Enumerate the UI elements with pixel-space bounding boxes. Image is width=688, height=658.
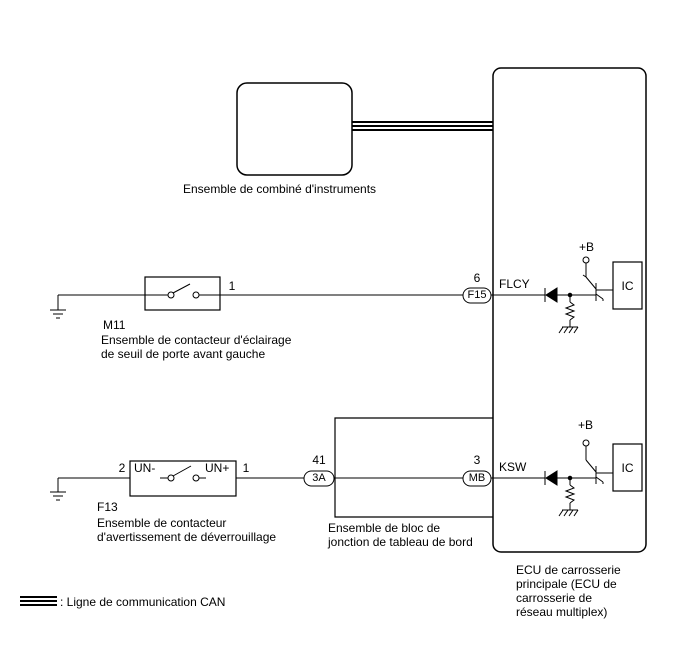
body-ecu-label-2: principale (ECU de (516, 577, 617, 591)
flcy-terminal-label: FLCY (499, 277, 530, 291)
connector-f15-label: F15 (467, 289, 487, 301)
ksw-ic-label: IC (621, 461, 634, 475)
legend-can-symbol (20, 596, 57, 606)
courtesy-switch-circuit (50, 276, 545, 319)
unlock-switch-terminal-left: UN- (134, 461, 156, 475)
ksw-supply-label: +B (578, 418, 594, 432)
unlock-switch-pin-left: 2 (118, 461, 126, 475)
body-ecu-label-3: carrosserie de (516, 591, 593, 605)
instrument-cluster-box (236, 82, 353, 176)
junction-block-label-1: Ensemble de bloc de (328, 521, 441, 535)
connector-mb (462, 470, 492, 487)
body-ecu-box (492, 67, 647, 553)
junction-block-pin: 41 (312, 453, 326, 467)
flcy-pin-number: 6 (473, 271, 481, 285)
unlock-switch-pin-right: 1 (242, 461, 250, 475)
unlock-switch-terminal-right: UN+ (205, 461, 230, 475)
ksw-terminal-label: KSW (499, 460, 527, 474)
flcy-internal-circuit (544, 256, 613, 334)
connector-f15 (462, 287, 492, 304)
courtesy-switch-code: M11 (103, 318, 126, 332)
courtesy-switch-label-1: Ensemble de contacteur d'éclairage (101, 333, 292, 347)
body-ecu-label-1: ECU de carrosserie (516, 563, 621, 577)
courtesy-switch-pin: 1 (228, 279, 236, 293)
instrument-cluster-label: Ensemble de combiné d'instruments (183, 182, 377, 196)
flcy-ic-label: IC (621, 279, 634, 293)
unlock-switch-label-1: Ensemble de contacteur (97, 516, 227, 530)
flcy-ic-box (612, 261, 643, 310)
legend-label: : Ligne de communication CAN (60, 595, 226, 609)
unlock-switch-label-2: d'avertissement de déverrouillage (97, 530, 277, 544)
ksw-internal-circuit (544, 439, 613, 517)
junction-block-label-2: jonction de tableau de bord (328, 535, 473, 549)
connector-3a (303, 470, 335, 487)
flcy-supply-label: +B (579, 240, 595, 254)
courtesy-switch-label-2: de seuil de porte avant gauche (101, 347, 266, 361)
ksw-pin-number: 3 (473, 453, 481, 467)
body-ecu-label-4: réseau multiplex) (516, 605, 608, 619)
unlock-switch-circuit (50, 417, 545, 518)
unlock-switch-code: F13 (97, 500, 118, 514)
connector-mb-label: MB (468, 472, 486, 484)
can-bus-lines (352, 121, 493, 131)
ksw-ic-box (612, 443, 643, 492)
connector-3a-label: 3A (312, 472, 326, 484)
